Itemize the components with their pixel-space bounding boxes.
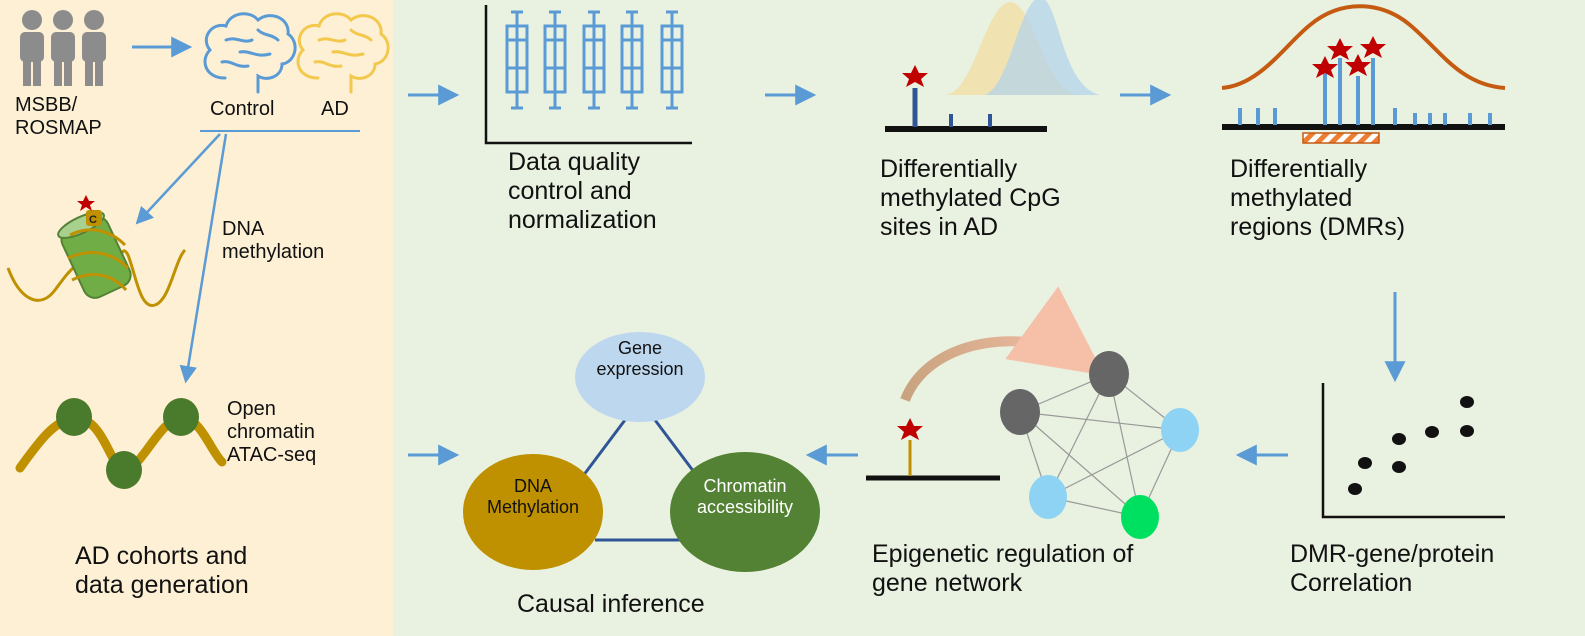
cohort-people-icon — [20, 10, 106, 86]
cohort-title: AD cohorts and data generation — [75, 542, 249, 599]
arrow-to-nucleosome — [135, 133, 221, 225]
cpg-sites-icon — [885, 0, 1100, 132]
ad-label: AD — [321, 98, 349, 120]
control-brain-icon — [203, 12, 297, 94]
open-chromatin-icon — [15, 398, 227, 489]
dna-methylation-label: DNA methylation — [222, 218, 325, 263]
nucleosome-methyl-star-icon — [77, 195, 95, 211]
correlation-step-label: DMR-gene/protein Correlation — [1290, 540, 1495, 597]
scatter-point — [1460, 396, 1474, 408]
scatter-point — [1425, 426, 1439, 438]
qc-step-label: Data quality control and normalization — [508, 148, 657, 234]
causal-triangle — [463, 332, 820, 572]
cpg-step-label: Differentially methylated CpG sites in A… — [880, 155, 1061, 241]
qc-box — [620, 24, 644, 94]
control-label: Control — [210, 98, 275, 120]
scatter-point — [1460, 425, 1474, 437]
scatter-point — [1358, 457, 1372, 469]
qc-box — [582, 24, 606, 94]
dna-methylation-node-label: DNA Methylation — [486, 476, 580, 517]
gene-expression-node — [575, 332, 705, 422]
network-step-label: Epigenetic regulation of gene network — [872, 540, 1134, 597]
arrow-to-chromatin — [179, 133, 228, 384]
gene-network-icon — [866, 286, 1199, 539]
nucleosome-icon — [6, 210, 187, 307]
dmr-step-label: Differentially methylated regions (DMRs) — [1230, 155, 1406, 241]
cytosine-mark: C — [89, 214, 97, 226]
qc-boxplot-icon — [484, 5, 692, 145]
qc-box — [505, 24, 529, 94]
dmr-icon — [1221, 4, 1506, 144]
chromatin-node — [670, 452, 820, 572]
scatter-point — [1392, 461, 1406, 473]
dna-methylation-node — [463, 454, 603, 570]
cohort-source-label: MSBB/ ROSMAP — [15, 94, 102, 139]
qc-box — [543, 24, 567, 94]
qc-box — [660, 24, 684, 94]
chromatin-node-label: Chromatin accessibility — [696, 476, 794, 517]
scatter-point — [1392, 433, 1406, 445]
scatter-point — [1348, 483, 1362, 495]
gene-expression-node-label: Gene expression — [596, 338, 684, 379]
causal-step-label: Causal inference — [517, 590, 705, 618]
ad-brain-icon — [296, 12, 390, 94]
correlation-scatter-icon — [1321, 383, 1505, 519]
open-chromatin-label: Open chromatin ATAC-seq — [227, 398, 317, 466]
